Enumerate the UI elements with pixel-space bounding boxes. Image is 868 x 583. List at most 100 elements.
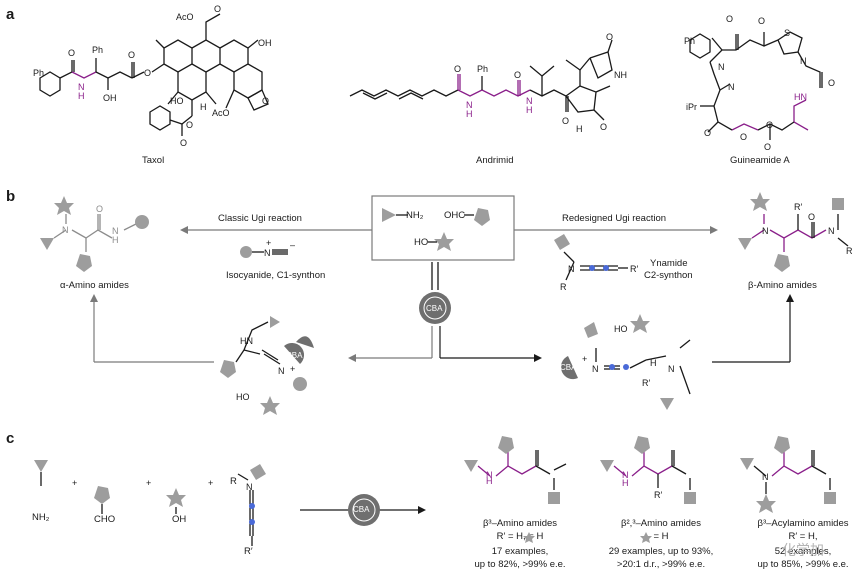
amine-triangle <box>382 208 396 222</box>
svg-text:O: O <box>740 132 747 142</box>
svg-text:OH: OH <box>258 38 272 48</box>
reagent-aldehyde-label: OHC <box>444 210 466 221</box>
beta-product-label: β-Amino amides <box>748 280 817 291</box>
svg-text:S: S <box>784 28 790 38</box>
svg-text:N: N <box>278 366 285 376</box>
svg-text:AcO: AcO <box>176 12 194 22</box>
guineamide-structure: Ph O O S N N iPr O N O HN O O O <box>684 14 835 152</box>
aldehyde-pentagon <box>474 208 490 226</box>
cba-label-c: CBA <box>353 505 370 514</box>
svg-text:N: N <box>668 364 675 374</box>
watermark: 化学加 <box>782 542 824 558</box>
svg-text:Ph: Ph <box>684 36 695 46</box>
svg-text:R′: R′ <box>642 378 650 388</box>
ynamide-label: Ynamide <box>650 258 688 269</box>
reagent-ynamide-r: R <box>230 476 237 487</box>
svg-text:N: N <box>526 96 533 106</box>
svg-text:O: O <box>704 128 711 138</box>
svg-text:N: N <box>800 56 807 66</box>
svg-text:O: O <box>262 96 269 106</box>
svg-text:N: N <box>828 226 835 236</box>
product-pentagon <box>76 254 92 272</box>
panel-label-a: a <box>6 6 15 23</box>
product-3-examples: 52 examples, <box>774 546 832 557</box>
svg-text:N: N <box>112 226 119 236</box>
andrimid-label: Andrimid <box>476 155 514 166</box>
condition-star-1 <box>523 532 535 543</box>
svg-text:H: H <box>78 91 85 101</box>
svg-text:O: O <box>606 32 613 42</box>
panel-label-b: b <box>6 188 16 205</box>
svg-text:H: H <box>622 478 629 488</box>
svg-text:O: O <box>128 50 135 60</box>
svg-text:HO: HO <box>236 392 250 402</box>
svg-text:CBA: CBA <box>426 304 443 313</box>
reagent-ynamide-rprime: R′ <box>244 546 253 557</box>
svg-text:N: N <box>466 100 473 110</box>
svg-text:Ph: Ph <box>477 64 488 74</box>
svg-text:Ph: Ph <box>33 68 44 78</box>
svg-text:–: – <box>290 240 295 250</box>
svg-text:O: O <box>186 120 193 130</box>
svg-text:H: H <box>526 105 533 115</box>
svg-text:HN: HN <box>240 336 253 346</box>
product-1-title: β³–Amino amides <box>482 518 558 529</box>
product-1-condition: R′ = H, = H <box>496 531 544 542</box>
svg-text:N: N <box>264 248 271 258</box>
product-3-title: β³–Acylamino amides <box>757 518 849 529</box>
isocyanide-circle <box>240 246 252 258</box>
andrimid-structure: O Ph N H O N H O O NH O H <box>349 32 627 134</box>
svg-text:NH: NH <box>614 70 627 80</box>
svg-text:Ph: Ph <box>92 45 103 55</box>
svg-text:O: O <box>514 70 521 80</box>
svg-text:O: O <box>758 16 765 26</box>
svg-text:H: H <box>650 358 657 368</box>
svg-text:O: O <box>144 68 151 78</box>
svg-text:CBA: CBA <box>560 363 577 372</box>
classic-ugi-reagent: Isocyanide, C1-synthon <box>226 270 326 281</box>
reagent-acid-label: HO <box>414 237 429 248</box>
ynamide-sub-label: C2-synthon <box>644 270 693 281</box>
svg-text:R′: R′ <box>630 264 638 274</box>
alpha-product-label: α-Amino amides <box>60 280 129 291</box>
product-circle <box>135 215 149 229</box>
svg-text:O: O <box>600 122 607 132</box>
svg-text:N: N <box>718 62 725 72</box>
svg-text:CBA: CBA <box>286 351 303 360</box>
redesigned-ugi-title: Redesigned Ugi reaction <box>562 213 667 224</box>
reagent-aldehyde-c: CHO <box>94 514 116 525</box>
svg-text:O: O <box>68 48 75 58</box>
svg-text:+: + <box>146 478 151 488</box>
taxol-label: Taxol <box>142 155 165 166</box>
svg-text:N: N <box>246 482 253 492</box>
svg-text:N: N <box>486 470 493 480</box>
svg-text:O: O <box>96 204 103 214</box>
svg-text:N: N <box>728 82 735 92</box>
reagent-amine-c: NH₂ <box>32 512 50 523</box>
svg-text:N: N <box>762 472 769 482</box>
svg-text:H: H <box>466 109 473 119</box>
reagent-acid-c: OH <box>172 514 187 525</box>
svg-text:O: O <box>726 14 733 24</box>
svg-text:OH: OH <box>103 93 117 103</box>
svg-text:N: N <box>622 470 629 480</box>
svg-text:N: N <box>568 264 575 274</box>
product-2-title: β²,³–Amino amides <box>621 518 701 529</box>
product-3-yield: up to 85%, >99% e.e. <box>757 559 849 570</box>
svg-text:R′: R′ <box>794 202 802 212</box>
svg-text:O: O <box>766 120 773 130</box>
guineamide-label: Guineamide A <box>730 155 790 166</box>
svg-text:+: + <box>266 238 271 248</box>
svg-text:iPr: iPr <box>686 102 697 112</box>
svg-text:+: + <box>582 354 587 364</box>
svg-text:N: N <box>78 82 85 92</box>
svg-text:O: O <box>562 116 569 126</box>
svg-text:H: H <box>200 102 207 112</box>
svg-text:O: O <box>454 64 461 74</box>
svg-text:AcO: AcO <box>212 108 230 118</box>
condition-star-2 <box>640 532 652 543</box>
reagent-box <box>371 195 515 261</box>
